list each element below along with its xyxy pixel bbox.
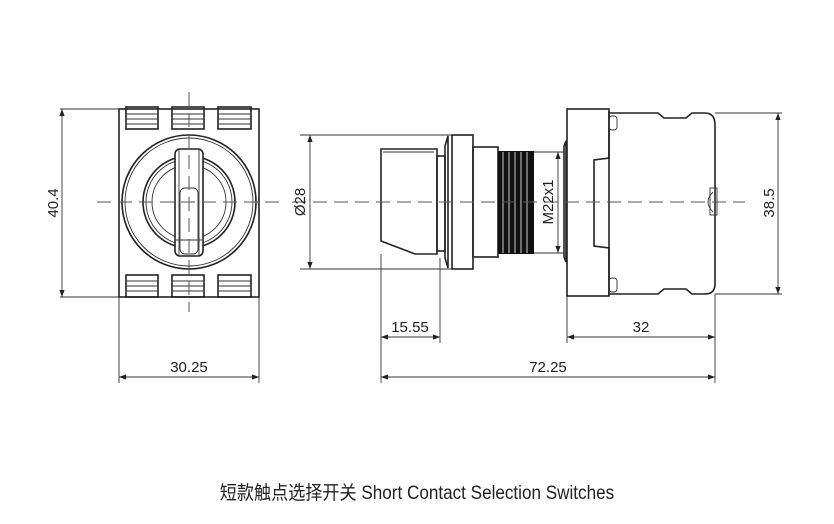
bottom-terminals <box>125 274 252 298</box>
side-height-dim: 38.5 <box>761 188 778 217</box>
front-view <box>59 92 282 383</box>
caption: 短款触点选择开关 Short Contact Selection Switche… <box>219 483 615 504</box>
contact-block <box>609 112 716 295</box>
actuator-cap <box>380 148 438 255</box>
side-view <box>292 108 782 383</box>
actuator-length-dim: 15.55 <box>391 319 429 336</box>
diameter-dim: Ø28 <box>292 188 309 216</box>
front-width-dim: 30.25 <box>170 359 208 376</box>
front-height-dim: 40.4 <box>45 188 62 217</box>
contact-block-length-dim: 32 <box>633 319 650 336</box>
top-terminals <box>125 106 252 130</box>
total-length-dim: 72.25 <box>529 359 567 376</box>
thread-dim: M22x1 <box>540 179 557 224</box>
